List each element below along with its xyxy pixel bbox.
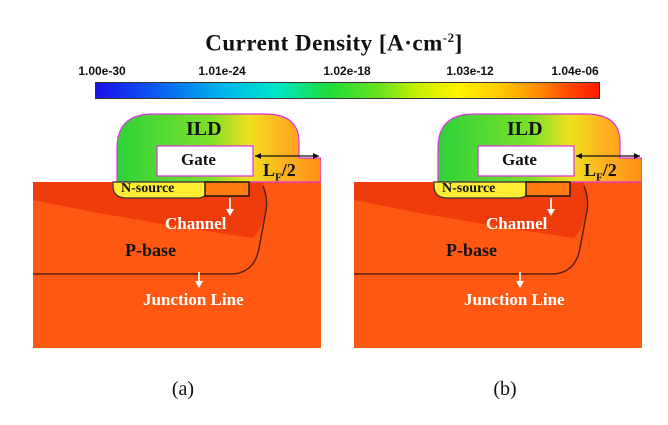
channel-label: Channel [486,214,548,233]
gate-label: Gate [181,150,216,169]
colorbar-tick-label: 1.03e-12 [446,64,494,78]
channel-box [525,181,571,197]
channel-box [204,181,250,197]
pbase-label: P-base [446,240,497,260]
junction-line [354,185,589,275]
title-exponent: -2 [442,30,455,45]
junction-line [33,185,268,275]
gate-electrode [477,145,575,177]
lf-label: LF/2 [584,160,617,184]
colorbar-tick-label: 1.04e-06 [551,64,599,78]
ild-label: ILD [186,118,222,140]
panel-b: ILD Gate LF/2 N-source Channel P-base Ju… [354,108,642,350]
pbase-label: P-base [125,240,176,260]
title-close: ] [454,30,463,56]
caption-b: (b) [493,378,517,400]
junction-line-label: Junction Line [464,290,565,309]
colorbar-ticks: 1.00e-30 1.01e-24 1.02e-18 1.03e-12 1.04… [60,64,620,80]
title-text: Current Density [A·cm [205,30,443,56]
figure-title: Current Density [A·cm-2] [0,30,668,57]
colorbar-tick-label: 1.02e-18 [323,64,371,78]
nsource-label: N-source [121,181,175,196]
panel-a: ILD Gate LF/2 N-source Channel P-base Ju… [33,108,321,350]
lf-label: LF/2 [263,160,296,184]
channel-label: Channel [165,214,227,233]
color-scale-bar [95,82,600,99]
colorbar-tick-label: 1.00e-30 [78,64,126,78]
ild-label: ILD [507,118,543,140]
colorbar-tick-label: 1.01e-24 [198,64,246,78]
gate-electrode [156,145,254,177]
caption-a: (a) [171,378,195,400]
nsource-label: N-source [442,181,496,196]
device-cross-section-b [354,113,642,348]
junction-line-label: Junction Line [143,290,244,309]
gate-label: Gate [502,150,537,169]
device-cross-section-a [33,113,321,348]
